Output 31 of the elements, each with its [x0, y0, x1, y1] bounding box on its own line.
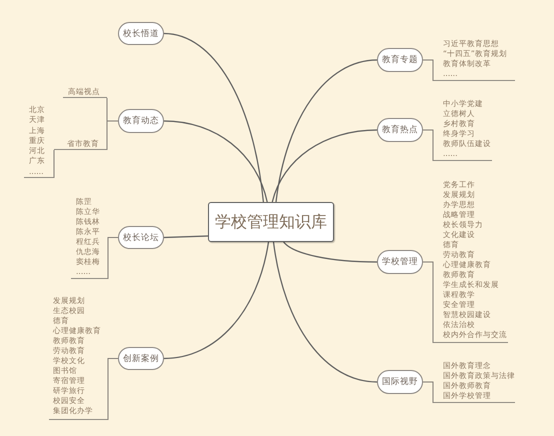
connector-line: [106, 120, 118, 150]
connector-line: [422, 60, 434, 82]
topic-pill: 教育专题: [377, 48, 423, 72]
connector-line: [164, 242, 270, 360]
subtopic-list: [49, 296, 108, 420]
topic-pill: 教育动态: [118, 109, 164, 133]
connector-line: [272, 129, 378, 202]
central-topic-box: 学校管理知识库: [208, 202, 334, 242]
topic-pill: 校长悟道: [118, 22, 164, 45]
connector-line: [422, 130, 434, 162]
topic-pill: 校长论坛: [118, 226, 164, 249]
connector-line: [164, 120, 268, 202]
topic-pill: 创新案例: [118, 347, 164, 370]
connector-line: [108, 358, 118, 420]
topic-pill: 教育热点: [377, 118, 423, 142]
subtopic-list: [433, 180, 508, 343]
subtopic-list: [71, 197, 108, 279]
connector-line: [164, 235, 208, 238]
topic-pill: 国际视野: [377, 370, 423, 394]
connector-line: [164, 32, 264, 202]
connector-line: [275, 59, 378, 202]
subtopic-list: [24, 105, 54, 178]
connector-line: [422, 382, 434, 404]
subtopic-list: [433, 39, 515, 81]
connector-line: [272, 242, 378, 383]
connector-line: [422, 262, 434, 344]
topic-pill: 学校管理: [377, 250, 423, 274]
subtopic-list: [433, 99, 492, 161]
subtopic-list: [433, 361, 515, 403]
connector-line: [283, 242, 377, 263]
connector-line: [108, 237, 118, 280]
